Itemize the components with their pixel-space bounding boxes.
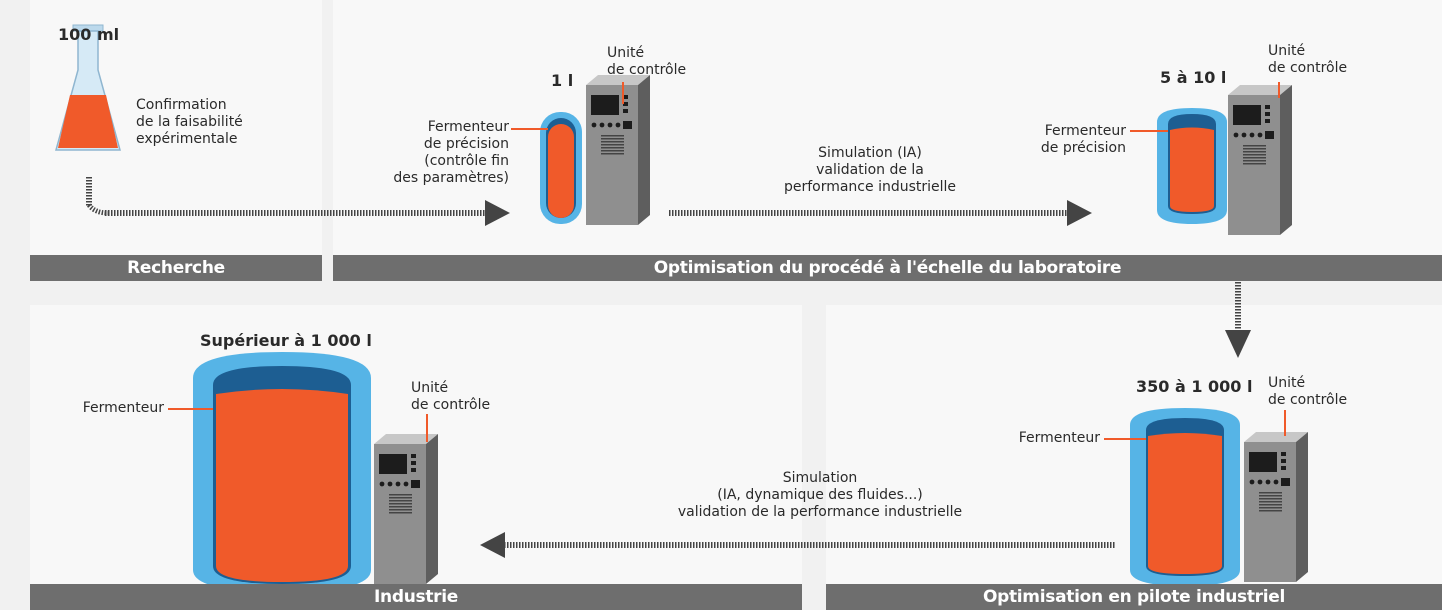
arrow-right-icon — [105, 200, 510, 226]
arrow-right-icon — [668, 200, 1092, 226]
unit-label-1l: Unité de contrôle — [607, 45, 687, 78]
section-bar-lab: Optimisation du procédé à l'échelle du l… — [333, 255, 1442, 281]
fermenter-label-pilote: Fermenteur — [1018, 430, 1100, 446]
fermenter-industrie — [168, 352, 371, 592]
section-bar-pilote: Optimisation en pilote industriel — [826, 584, 1442, 610]
volume-1l: 1 l — [551, 71, 574, 90]
caption-faisabilite: Confirmation de la faisabilité expérimen… — [136, 97, 243, 147]
volume-100ml: 100 ml — [58, 25, 120, 44]
fermenter-1l — [511, 112, 582, 224]
section-bar-recherche: Recherche — [30, 255, 322, 281]
control-unit-industrie — [374, 434, 438, 584]
arrow-down-icon — [1225, 278, 1251, 358]
fermenter-350-1000l — [1104, 408, 1240, 586]
fermenter-label-5-10l: Fermenteur de précision — [1040, 123, 1126, 156]
fermenter-5-10l — [1130, 108, 1227, 224]
simulation-caption-lab: Simulation (IA) validation de la perform… — [783, 145, 957, 195]
unit-label-5-10l: Unité de contrôle — [1268, 43, 1348, 76]
unit-label-industrie: Unité de contrôle — [411, 380, 491, 413]
control-unit-1l — [586, 75, 650, 225]
control-unit-5-10l — [1228, 85, 1292, 235]
volume-350-1000l: 350 à 1 000 l — [1136, 377, 1253, 396]
volume-5-10l: 5 à 10 l — [1160, 68, 1227, 87]
connector-line — [86, 176, 92, 206]
unit-label-pilote: Unité de contrôle — [1268, 375, 1348, 408]
flask-icon — [55, 24, 121, 151]
simulation-caption-pilote: Simulation (IA, dynamique des fluides...… — [677, 470, 963, 520]
fermenter-label-industrie: Fermenteur — [82, 400, 164, 416]
control-unit-pilote — [1244, 432, 1308, 582]
volume-industrie: Supérieur à 1 000 l — [200, 331, 372, 350]
arrow-left-icon — [480, 532, 1115, 558]
fermenter-label-1l: Fermenteur de précision (contrôle fin de… — [393, 119, 509, 186]
section-bar-industrie: Industrie — [30, 584, 802, 610]
